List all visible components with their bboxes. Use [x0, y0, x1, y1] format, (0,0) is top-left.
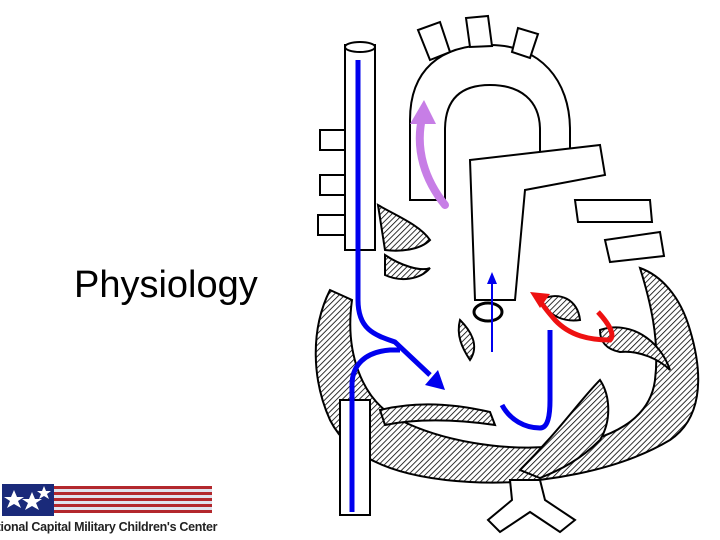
aortic-arch	[409, 43, 571, 201]
aorta-branch-2	[464, 14, 494, 49]
flow-arrow-rv	[499, 330, 553, 431]
descending-aorta	[486, 479, 577, 534]
pulmonary-vein-2	[603, 230, 666, 264]
pulmonary-vein-1	[573, 199, 654, 223]
right-atrium	[376, 203, 432, 252]
valve-left	[457, 318, 476, 362]
pulmonary-trunk	[468, 143, 607, 301]
logo-stars-icon	[2, 484, 212, 516]
right-ventricle-floor	[378, 403, 497, 427]
heart-outer-wall	[314, 266, 700, 484]
right-vessel-2	[319, 174, 346, 196]
flow-arrow-aorta	[415, 114, 449, 209]
flow-arrow-ivc	[349, 347, 400, 512]
aorta-branch-1	[416, 20, 452, 62]
right-vessel-3	[317, 214, 346, 236]
septum	[518, 378, 610, 480]
flow-arrowhead-aorta	[410, 100, 436, 124]
flow-arrowhead-pa	[487, 272, 497, 284]
right-vessel-1	[319, 129, 346, 151]
slide-title: Physiology	[74, 264, 258, 306]
ductus-ring	[472, 301, 504, 323]
flow-arrowhead-lv	[530, 292, 550, 308]
flow-arrow-lv	[537, 298, 615, 343]
footer-org-name: ational Capital Military Children's Cent…	[0, 520, 218, 534]
flow-arrow-svc	[355, 60, 432, 377]
left-atrium-wall	[384, 253, 431, 281]
inferior-vena-cava	[339, 399, 371, 516]
ventricle-wall-left	[598, 326, 671, 371]
heart-diagram	[314, 14, 700, 534]
aorta-branch-3	[510, 26, 540, 60]
flow-arrowhead-svc	[425, 370, 445, 390]
